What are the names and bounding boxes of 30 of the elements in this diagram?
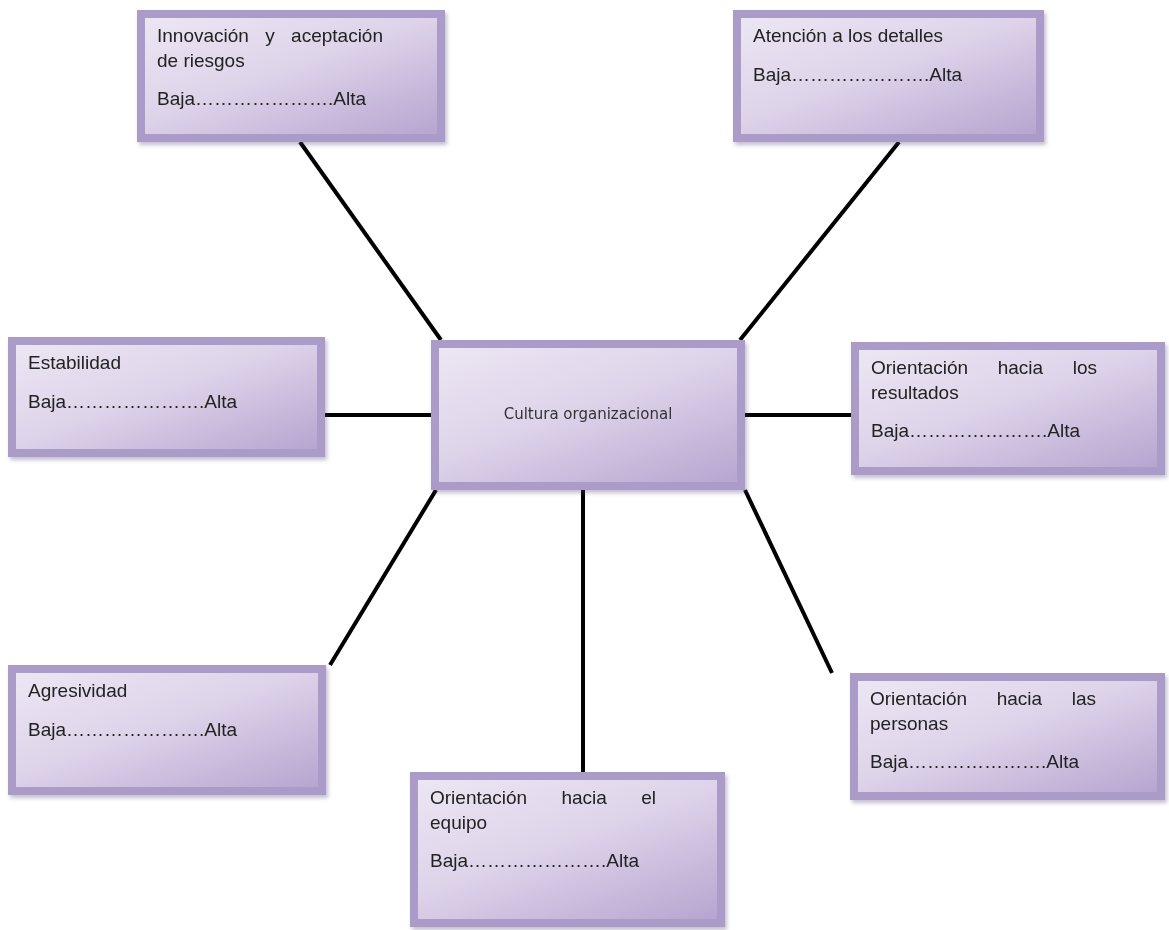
box-title: Estabilidad [28,351,122,375]
connector-line [325,413,431,417]
connector-line [298,140,443,342]
dimension-box [851,342,1165,475]
box-title: Agresividad [28,679,129,703]
dimension-box [410,772,725,927]
connector-line [328,488,438,667]
scale-label: Baja………………….Alta [871,419,1082,444]
scale-label: Baja………………….Alta [28,717,239,742]
connector-line [743,489,834,674]
box-title: Cultura organizacional [503,405,673,425]
scale-label: Baja………………….Alta [28,389,239,414]
connector-line [745,413,851,417]
dimension-box [733,10,1044,142]
scale-label: Baja………………….Alta [753,62,964,87]
scale-label: Baja………………….Alta [430,849,641,874]
dimension-box [850,673,1165,800]
box-title: Orientación hacia los resultados [871,356,1097,405]
box-title: Orientación hacia el equipo [430,786,656,835]
connector-line [738,140,901,342]
scale-label: Baja………………….Alta [157,87,368,112]
central-box [431,340,745,490]
scale-label: Baja………………….Alta [870,750,1081,775]
connector-line [581,490,585,772]
dimension-box [8,337,325,457]
box-title: Orientación hacia las personas [870,687,1096,736]
box-title: Atención a los detalles [753,24,945,48]
box-title: Innovación y aceptación de riesgos [157,24,383,73]
dimension-box [8,665,326,795]
dimension-box [137,10,445,142]
